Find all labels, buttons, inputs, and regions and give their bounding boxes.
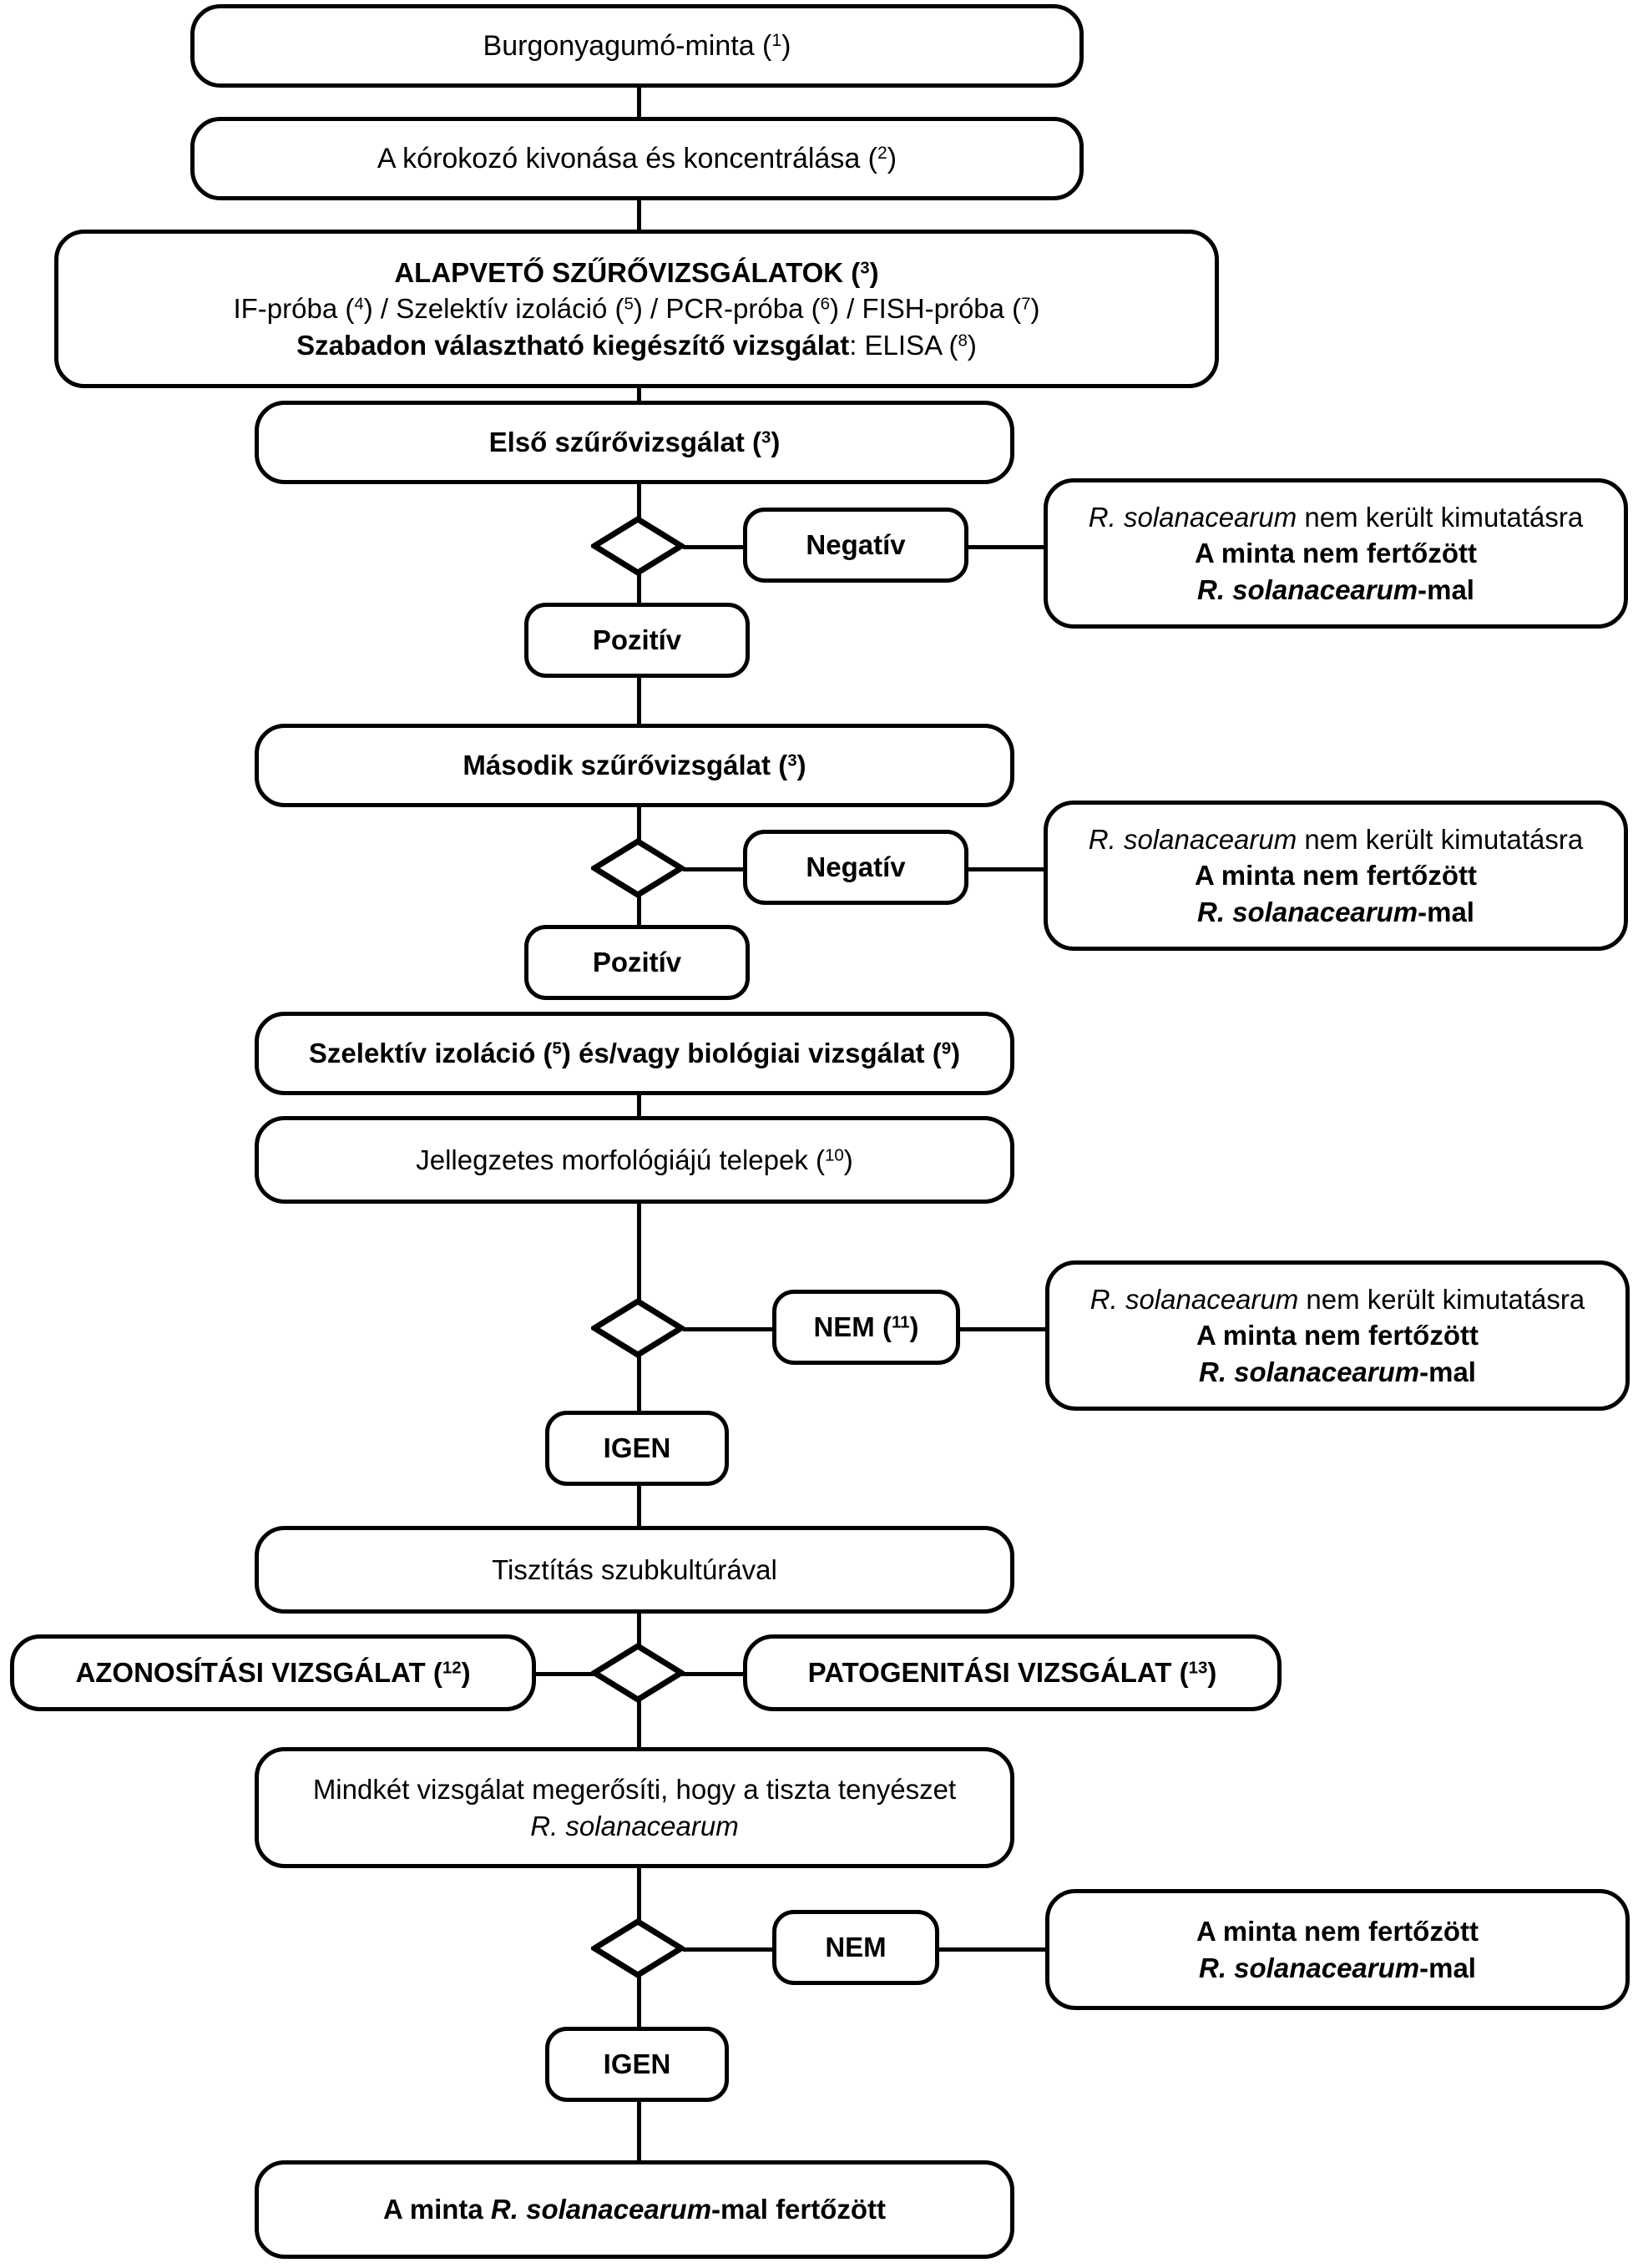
connector-sample-to-extraction [637, 48, 641, 157]
result-4-line-1: A minta nem fertőzött [1196, 1915, 1479, 1947]
node-identification-test-label: AZONOSÍTÁSI VIZSGÁLAT (12) [75, 1657, 471, 1689]
connector-diamond1-to-negative1 [683, 545, 750, 549]
branch-label-no-1-text: NEM (11) [813, 1311, 919, 1342]
branch-label-no-1[interactable]: NEM (11) [772, 1290, 960, 1365]
decision-diamond-second-screen[interactable] [591, 838, 685, 898]
both-confirm-line-1: Mindkét vizsgálat megerősíti, hogy a tis… [312, 1773, 957, 1805]
connector-diamond3-to-no1 [683, 1327, 775, 1331]
both-confirm-line-2: R. solanacearum [530, 1810, 739, 1841]
result-4-line-2: R. solanacearum-mal [1199, 1952, 1476, 1983]
branch-label-positive-2[interactable]: Pozitív [524, 925, 750, 1000]
connector-diamond5-to-no2 [683, 1947, 775, 1952]
node-characteristic-colonies[interactable]: Jellegzetes morfológiájú telepek (10) [255, 1116, 1014, 1204]
connector-bothconfirm-to-diamond5 [637, 1820, 641, 2003]
branch-label-negative-2-text: Negatív [806, 851, 906, 882]
branch-label-yes-1[interactable]: IGEN [545, 1411, 729, 1486]
node-pathogenicity-test[interactable]: PATOGENITÁSI VIZSGÁLAT (13) [743, 1634, 1282, 1711]
connector-no2-to-result4 [939, 1947, 1048, 1952]
node-purification-label: Tisztítás szubkultúrával [492, 1553, 777, 1585]
result-2-line-1: R. solanacearum nem került kimutatásra [1088, 823, 1584, 855]
result-3-line-2: A minta nem fertőzött [1196, 1320, 1479, 1351]
node-identification-test[interactable]: AZONOSÍTÁSI VIZSGÁLAT (12) [10, 1634, 536, 1711]
connector-colonies-to-diamond3 [637, 1202, 641, 1386]
result-2-line-3: R. solanacearum-mal [1197, 896, 1474, 927]
decision-diamond-colonies[interactable] [591, 1298, 685, 1358]
connector-negative2-to-result2 [964, 867, 1048, 871]
node-basic-screening-tests[interactable]: ALAPVETŐ SZŰRŐVIZSGÁLATOK (3) IF-próba (… [54, 230, 1219, 388]
branch-label-negative-1[interactable]: Negatív [743, 508, 968, 583]
node-second-screening[interactable]: Második szűrővizsgálat (3) [255, 724, 1014, 807]
result-not-detected-1[interactable]: R. solanacearum nem került kimutatásra A… [1044, 478, 1628, 629]
node-both-tests-confirm[interactable]: Mindkét vizsgálat megerősíti, hogy a tis… [255, 1747, 1014, 1868]
result-not-detected-3[interactable]: R. solanacearum nem került kimutatásra A… [1045, 1260, 1630, 1411]
branch-label-positive-1[interactable]: Pozitív [524, 603, 750, 678]
branch-label-yes-2[interactable]: IGEN [545, 2027, 729, 2102]
branch-label-yes-2-text: IGEN [603, 2048, 671, 2079]
result-sample-infected[interactable]: A minta R. solanacearum-mal fertőzött [255, 2160, 1014, 2259]
connector-diamond4-to-pathogenicity [681, 1672, 746, 1676]
node-first-screening[interactable]: Első szűrővizsgálat (3) [255, 401, 1014, 484]
basic-tests-line-3: Szabadon választható kiegészítő vizsgála… [296, 329, 977, 361]
result-3-line-3: R. solanacearum-mal [1199, 1356, 1476, 1387]
result-2-line-2: A minta nem fertőzött [1195, 860, 1477, 892]
node-second-screening-label: Második szűrővizsgálat (3) [463, 750, 806, 781]
basic-tests-line-2: IF-próba (4) / Szelektív izoláció (5) / … [233, 293, 1040, 325]
node-purification[interactable]: Tisztítás szubkultúrával [255, 1526, 1014, 1614]
branch-label-negative-2[interactable]: Negatív [743, 830, 968, 905]
connector-yes2-to-final [637, 2087, 641, 2220]
node-sample-label: Burgonyagumó-minta (1) [483, 29, 791, 62]
branch-label-no-2[interactable]: NEM [772, 1910, 939, 1985]
branch-label-positive-2-text: Pozitív [592, 947, 682, 977]
result-not-infected-final[interactable]: A minta nem fertőzött R. solanacearum-ma… [1045, 1889, 1630, 2010]
node-selective-isolation[interactable]: Szelektív izoláció (5) és/vagy biológiai… [255, 1012, 1014, 1095]
connector-no1-to-result3 [958, 1327, 1050, 1331]
branch-label-positive-1-text: Pozitív [592, 624, 682, 655]
connector-identification-to-diamond4 [533, 1672, 594, 1676]
branch-label-no-2-text: NEM [825, 1932, 887, 1962]
connector-second-to-diamond2 [637, 467, 641, 893]
result-3-line-1: R. solanacearum nem került kimutatásra [1089, 1283, 1585, 1315]
node-sample[interactable]: Burgonyagumó-minta (1) [190, 4, 1084, 88]
node-characteristic-colonies-label: Jellegzetes morfológiájú telepek (10) [416, 1144, 853, 1175]
result-sample-infected-label: A minta R. solanacearum-mal fertőzött [382, 2194, 887, 2225]
result-1-line-1: R. solanacearum nem került kimutatásra [1088, 501, 1584, 533]
result-1-line-3: R. solanacearum-mal [1197, 573, 1474, 605]
connector-negative1-to-result1 [964, 545, 1048, 549]
result-1-line-2: A minta nem fertőzött [1195, 538, 1477, 569]
node-pathogenicity-test-label: PATOGENITÁSI VIZSGÁLAT (13) [807, 1657, 1217, 1689]
connector-positive2-to-isolation [637, 847, 641, 981]
node-extraction[interactable]: A kórokozó kivonása és koncentrálása (2) [190, 117, 1084, 200]
branch-label-negative-1-text: Negatív [806, 529, 906, 560]
node-selective-isolation-label: Szelektív izoláció (5) és/vagy biológiai… [308, 1038, 961, 1069]
decision-diamond-confirmation[interactable] [591, 1918, 685, 1978]
branch-label-yes-1-text: IGEN [603, 1432, 671, 1463]
decision-diamond-first-screen[interactable] [591, 516, 685, 576]
result-not-detected-2[interactable]: R. solanacearum nem került kimutatásra A… [1044, 801, 1628, 951]
connector-diamond2-to-negative2 [683, 867, 750, 871]
node-first-screening-label: Első szűrővizsgálat (3) [488, 427, 781, 458]
decision-diamond-tests-split[interactable] [591, 1643, 685, 1703]
basic-tests-line-1: ALAPVETŐ SZŰRŐVIZSGÁLATOK (3) [394, 256, 879, 288]
node-extraction-label: A kórokozó kivonása és koncentrálása (2) [377, 142, 897, 174]
